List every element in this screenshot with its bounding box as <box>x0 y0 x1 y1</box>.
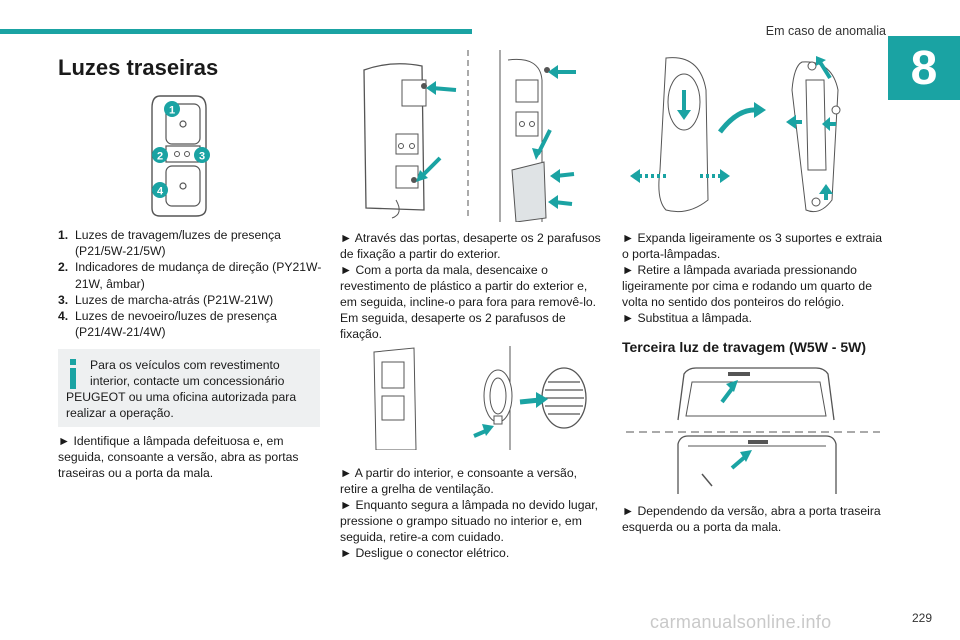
instruction-open-door: ► Dependendo da versão, abra a porta tra… <box>622 504 881 534</box>
page-title: Luzes traseiras <box>58 55 219 80</box>
bulb-list: 1.Luzes de travagem/luzes de presença (P… <box>58 227 326 340</box>
instruction-unscrew: ► Através das portas, desaperte os 2 par… <box>340 231 601 341</box>
list-item: 4.Luzes de nevoeiro/luzes de presença (P… <box>58 309 277 340</box>
header-accent-bar <box>0 29 472 34</box>
info-note: Para os veículos com revestimento interi… <box>58 349 320 427</box>
instruction-remove-lamp: ► A partir do interior, e consoante a ve… <box>340 466 599 560</box>
lampholder-removal-illustration <box>630 56 841 213</box>
section-subtitle: Terceira luz de travagem (W5W - 5W) <box>622 339 867 355</box>
note-text-line2: PEUGEOT ou uma oficina autorizada para r… <box>66 390 297 421</box>
note-text-line1: Para os veículos com revestimento interi… <box>90 358 285 389</box>
watermark: carmanualsonline.info <box>650 612 832 632</box>
instruction-identify: ► Identifique a lâmpada defeituosa e, em… <box>58 434 299 480</box>
page-number: 229 <box>912 611 933 625</box>
boot-trim-illustration <box>499 50 576 222</box>
diagram-label-2: 2 <box>157 151 163 163</box>
diagram-label-1: 1 <box>169 105 175 117</box>
vent-grille-illustration <box>373 346 587 450</box>
third-brake-light-illustration <box>626 367 880 494</box>
list-item: 1.Luzes de travagem/luzes de presença (P… <box>58 228 281 259</box>
chapter-tab: 8 <box>888 36 960 100</box>
rear-lamp-diagram: 1 2 3 4 <box>151 95 210 217</box>
diagram-label-3: 3 <box>199 151 205 163</box>
diagram-label-4: 4 <box>157 186 164 198</box>
section-title: Em caso de anomalia <box>765 24 886 38</box>
instruction-replace-bulb: ► Expanda ligeiramente os 3 suportes e e… <box>622 231 883 325</box>
list-item: 2.Indicadores de mudança de direção (PY2… <box>58 260 322 291</box>
list-item: 3.Luzes de marcha-atrás (P21W-21W) <box>58 292 274 307</box>
info-icon <box>70 359 76 389</box>
door-screws-illustration <box>363 50 469 220</box>
